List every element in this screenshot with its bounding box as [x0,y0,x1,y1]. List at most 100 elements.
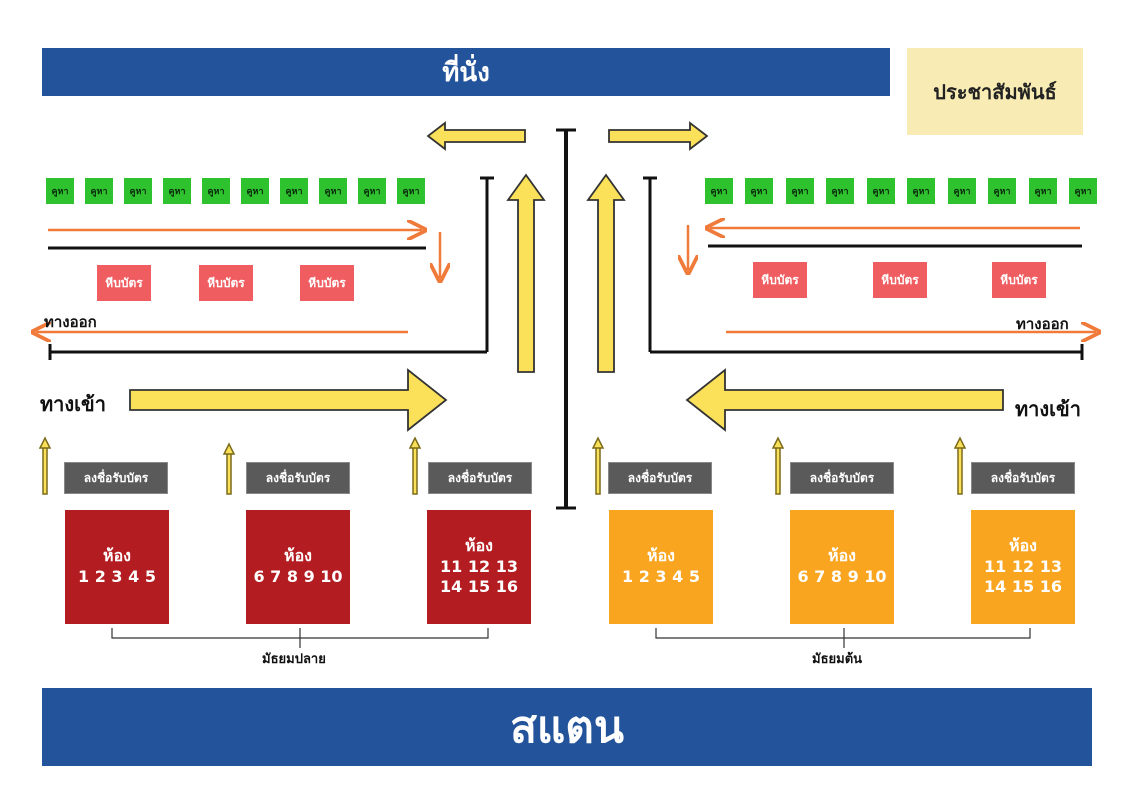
room-numbers-line1: 1 2 3 4 5 [622,567,700,586]
registration-label: ลงชื่อรับบัตร [990,470,1056,485]
registration-desk: ลงชื่อรับบัตร [608,462,712,494]
registration-desk: ลงชื่อรับบัตร [971,462,1075,494]
consult-label: คูหา [90,187,108,197]
consult-booth: คูหา [907,178,935,204]
consult-label: คูหา [324,187,342,197]
registration-arrows [38,436,967,495]
stage-label: สแตน [510,702,624,753]
consult-booth: คูหา [46,178,74,204]
upper-room-group-1: ห้อง 1 2 3 4 5 [65,510,169,624]
registration-desk: ลงชื่อรับบัตร [64,462,168,494]
exit-label-left: ทางออก [44,313,97,331]
consult-booth: คูหา [163,178,191,204]
ballot-box: หีบบัตร [97,265,151,301]
consult-label: คูหา [791,187,809,197]
consult-label: คูหา [363,187,381,197]
consult-booth: คูหา [705,178,733,204]
consult-label: คูหา [710,187,728,197]
registration-label: ลงชื่อรับบัตร [809,470,875,485]
room-numbers-line2: 14 15 16 [984,577,1062,597]
yellow-arrows [129,121,1004,432]
public-relations-box: ประชาสัมพันธ์ [907,48,1083,135]
lower-secondary-label: มัธยมต้น [812,652,863,667]
room-numbers-line1: 1 2 3 4 5 [78,567,156,586]
entrance-label-left: ทางเข้า [40,392,106,416]
room-numbers-line1: 11 12 13 [440,556,518,576]
consult-booth: คูหา [867,178,895,204]
consult-booth: คูหา [85,178,113,204]
ballot-box: หีบบัตร [300,265,354,301]
consult-label: คูหา [1074,187,1092,197]
consult-label: คูหา [750,187,768,197]
registration-desk: ลงชื่อรับบัตร [428,462,532,494]
lower-room-group-2: ห้อง 6 7 8 9 10 [790,510,894,624]
consult-booth: คูหา [745,178,773,204]
public-relations-label: ประชาสัมพันธ์ [933,79,1057,104]
consult-booth: คูหา [319,178,347,204]
room-title: ห้อง [103,546,131,566]
seats-left-arrow [426,121,526,151]
consult-booth: คูหา [948,178,976,204]
ballot-label: หีบบัตร [105,275,143,290]
consult-booth: คูหา [988,178,1016,204]
exit-label-right: ทางออก [1016,315,1069,333]
consult-booth: คูหา [826,178,854,204]
upper-room-group-2: ห้อง 6 7 8 9 10 [246,510,350,624]
room-title: ห้อง [647,546,675,566]
consult-label: คูหา [953,187,971,197]
consult-booth: คูหา [280,178,308,204]
consult-label: คูหา [246,187,264,197]
seats-label: ที่นั่ง [442,57,490,88]
grade-brackets [111,628,1031,648]
lower-room-group-3: ห้อง 11 12 13 14 15 16 [971,510,1075,624]
upper-room-group-3: ห้อง 11 12 13 14 15 16 [427,510,531,624]
room-numbers-line1: 6 7 8 9 10 [253,567,343,586]
registration-desk: ลงชื่อรับบัตร [790,462,894,494]
registration-label: ลงชื่อรับบัตร [83,470,149,485]
left-entrance-arrow [129,368,448,432]
consult-booth: คูหา [1069,178,1097,204]
right-entrance-arrow [685,368,1004,432]
entrance-label-right: ทางเข้า [1015,397,1081,421]
ballot-box: หีบบัตร [753,262,807,298]
right-up-arrow [586,173,626,373]
consult-label: คูหา [51,187,69,197]
registration-label: ลงชื่อรับบัตร [265,470,331,485]
ballot-box: หีบบัตร [992,262,1046,298]
room-numbers-line1: 6 7 8 9 10 [797,567,887,586]
consult-label: คูหา [285,187,303,197]
room-title: ห้อง [828,546,856,566]
left-up-arrow [506,173,546,373]
registration-label: ลงชื่อรับบัตร [447,470,513,485]
stage-banner: สแตน [42,688,1092,766]
room-numbers-line2: 14 15 16 [440,577,518,597]
consult-booth: คูหา [241,178,269,204]
right-walls [643,176,1084,360]
consult-label: คูหา [912,187,930,197]
ballot-label: หีบบัตร [1000,272,1038,287]
registration-label: ลงชื่อรับบัตร [627,470,693,485]
consult-booth: คูหา [397,178,425,204]
consult-booth: คูหา [202,178,230,204]
consult-label: คูหา [1034,187,1052,197]
room-title: ห้อง [1009,535,1037,555]
consult-label: คูหา [993,187,1011,197]
ballot-label: หีบบัตร [308,275,346,290]
ballot-label: หีบบัตร [881,272,919,287]
center-divider [556,128,576,510]
ballot-label: หีบบัตร [207,275,245,290]
consult-booth: คูหา [786,178,814,204]
left-walls [48,176,494,360]
registration-desk: ลงชื่อรับบัตร [246,462,350,494]
consult-booth: คูหา [1029,178,1057,204]
seats-right-arrow [608,121,709,151]
consult-label: คูหา [207,187,225,197]
consult-label: คูหา [168,187,186,197]
room-numbers-line1: 11 12 13 [984,556,1062,576]
lower-room-group-1: ห้อง 1 2 3 4 5 [609,510,713,624]
room-title: ห้อง [284,546,312,566]
room-title: ห้อง [465,535,493,555]
consult-label: คูหา [831,187,849,197]
ballot-box: หีบบัตร [873,262,927,298]
